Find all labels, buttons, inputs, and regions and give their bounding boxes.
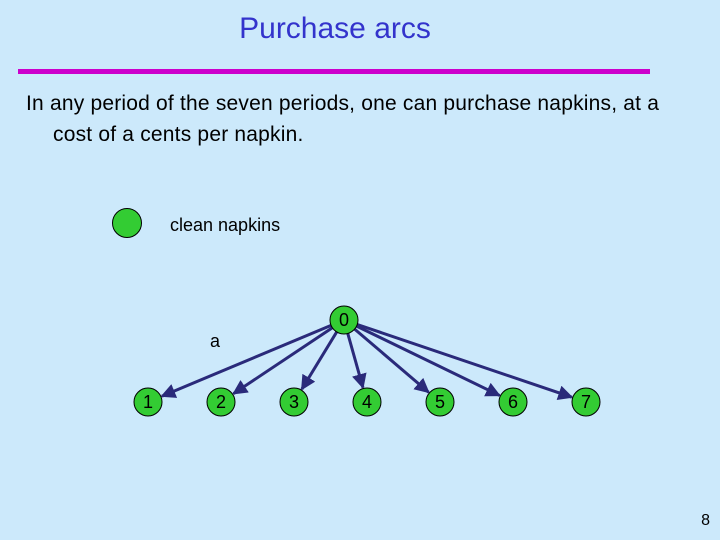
period-node-3-circle xyxy=(279,387,309,417)
period-node-4-circle xyxy=(352,387,382,417)
period-node-2-label: 2 xyxy=(216,392,226,412)
purchase-arc-0-4 xyxy=(346,333,367,390)
purchase-arc-0-5 xyxy=(353,327,430,394)
period-node-6-label: 6 xyxy=(508,392,518,412)
period-node-1-label: 1 xyxy=(143,392,153,412)
body-text: In any period of the seven periods, one … xyxy=(26,92,660,146)
legend-label: clean napkins xyxy=(170,215,281,235)
period-node-2: 2 xyxy=(206,387,236,417)
purchase-arc-0-6 xyxy=(355,324,501,397)
period-node-4: 4 xyxy=(352,387,382,417)
period-node-3-label: 3 xyxy=(289,392,299,412)
period-node-4-label: 4 xyxy=(362,392,372,412)
source-node-0: 0 xyxy=(329,305,359,335)
period-node-5-label: 5 xyxy=(435,392,445,412)
purchase-arc-0-1 xyxy=(160,324,332,398)
period-node-5: 5 xyxy=(425,387,455,417)
title-underline xyxy=(18,69,650,74)
period-node-7-label: 7 xyxy=(581,392,591,412)
period-node-1: 1 xyxy=(133,387,163,417)
period-node-2-circle xyxy=(206,387,236,417)
purchase-arc-0-2 xyxy=(232,326,334,395)
period-node-6: 6 xyxy=(498,387,528,417)
page-number: 8 xyxy=(701,512,710,529)
purchase-arc-0-7 xyxy=(356,323,574,400)
period-node-7: 7 xyxy=(571,387,601,417)
period-node-3: 3 xyxy=(279,387,309,417)
slide-title: Purchase arcs xyxy=(239,12,431,45)
period-node-7-circle xyxy=(571,387,601,417)
source-node-0-label: 0 xyxy=(339,310,349,330)
source-node-0-circle xyxy=(329,305,359,335)
purchase-arc-0-3 xyxy=(300,331,338,391)
arc-cost-label: a xyxy=(210,331,221,351)
period-node-1-circle xyxy=(133,387,163,417)
period-node-6-circle xyxy=(498,387,528,417)
period-node-5-circle xyxy=(425,387,455,417)
legend-node-icon xyxy=(112,208,142,238)
